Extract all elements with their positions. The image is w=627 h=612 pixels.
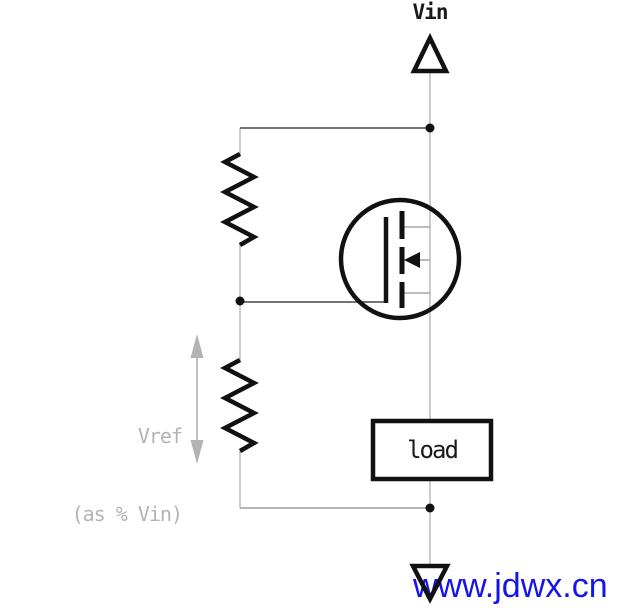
resistor-bottom-icon	[220, 358, 259, 453]
vin-terminal-icon	[410, 32, 450, 74]
mosfet-circle-icon	[338, 197, 462, 321]
component-group	[220, 32, 494, 604]
filled-details	[235, 123, 435, 513]
junction-dot	[425, 503, 435, 513]
vref-arrowheads	[190, 334, 204, 464]
mosfet-arrow-icon	[404, 252, 420, 268]
vref-arrowhead-down-icon	[190, 440, 204, 464]
load-label: load	[407, 436, 459, 464]
junction-dot	[235, 296, 245, 306]
ground-icon	[409, 563, 451, 604]
vref-label: Vref (as % Vin)	[36, 371, 183, 579]
mosfet-tap-wires	[404, 226, 430, 294]
junction-dot	[425, 123, 435, 133]
vin-label: Vin	[412, 0, 449, 24]
resistor-top-icon	[220, 152, 259, 247]
load-box	[370, 418, 494, 482]
vref-label-line1: Vref	[137, 424, 183, 448]
vref-label-line2: (as % Vin)	[71, 502, 183, 526]
vref-arrowhead-up-icon	[190, 334, 204, 358]
